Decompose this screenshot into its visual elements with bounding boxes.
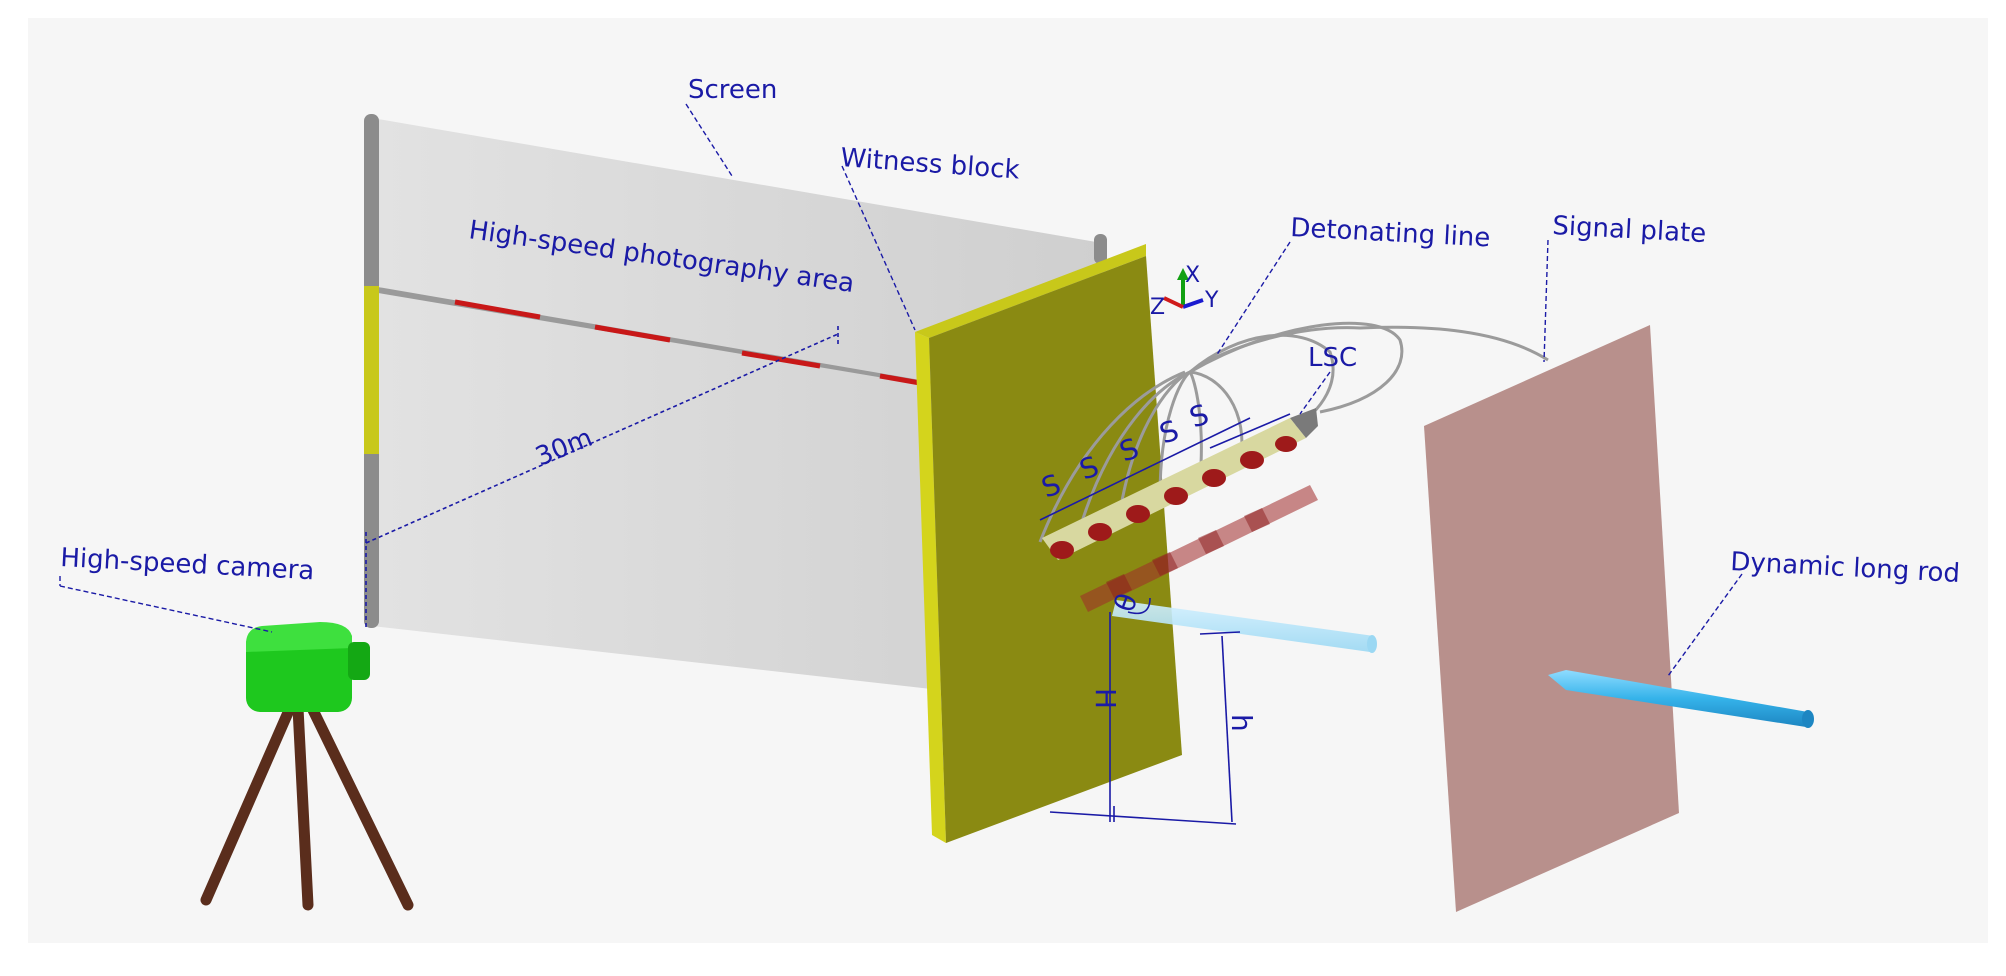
detonating-loop — [1189, 333, 1335, 432]
dim-h-tick — [1199, 631, 1241, 635]
dim-30m — [365, 333, 839, 544]
lsc-cell — [1202, 469, 1226, 487]
tripod-leg-middle — [292, 702, 314, 911]
lsc-cell — [1088, 523, 1112, 541]
tripod-leg-left — [200, 702, 296, 906]
signal-plate — [1424, 325, 1679, 912]
high-speed-camera — [200, 622, 414, 911]
y-axis-arrow — [1182, 298, 1204, 309]
screen-pole-band — [364, 286, 379, 454]
dim-s-line-top — [1209, 413, 1291, 449]
z-axis-arrow — [1163, 296, 1184, 309]
screen — [364, 114, 1107, 708]
ghost-cell — [1106, 574, 1132, 598]
witness-block-side — [915, 332, 946, 843]
leader-witness-block — [841, 165, 916, 331]
ghost-rod — [1112, 600, 1374, 652]
screen-pole-right — [1094, 234, 1107, 264]
red-marker — [454, 299, 541, 320]
leader-detonating-line — [1215, 241, 1291, 357]
camera-lens — [348, 642, 370, 680]
tripod-leg-right — [306, 702, 414, 911]
lsc-charge — [1042, 408, 1318, 560]
lsc-cells — [1050, 436, 1297, 559]
label-lsc: LSC — [1308, 343, 1357, 373]
detonating-loop — [1118, 370, 1191, 513]
x-axis-arrowhead — [1177, 268, 1189, 280]
screen-surface — [372, 118, 1102, 708]
axis-label-z: Z — [1150, 295, 1165, 320]
ghost-charge — [1080, 485, 1318, 612]
rod-end — [1802, 710, 1814, 728]
ghost-cell — [1244, 508, 1270, 532]
camera-top — [246, 622, 352, 652]
label-screen: Screen — [688, 75, 777, 105]
screen-markers — [454, 299, 921, 386]
leader-rod — [1667, 573, 1743, 677]
dim-theta-arc — [1127, 597, 1151, 615]
lsc-cell — [1275, 436, 1297, 452]
leader-lsc — [1299, 371, 1331, 415]
lsc-cell — [1050, 541, 1074, 559]
ghost-cell — [1152, 552, 1178, 576]
detonating-loop — [1038, 370, 1186, 543]
dim-base — [1049, 811, 1237, 825]
lsc-cell — [1164, 487, 1188, 505]
dimension-lines — [365, 326, 1291, 825]
axis-label-x: X — [1185, 263, 1200, 288]
red-marker — [594, 324, 671, 343]
red-marker — [879, 373, 921, 386]
leader-lines — [59, 103, 1743, 677]
lsc-cell — [1240, 451, 1264, 469]
ghost-rod-end — [1367, 635, 1377, 653]
axis-indicator: X Y Z — [1150, 263, 1219, 320]
dim-h — [1221, 635, 1233, 823]
axis-label-y: Y — [1204, 288, 1219, 313]
red-marker — [741, 350, 821, 369]
dynamic-rod — [1548, 670, 1814, 728]
dim-s-line — [1039, 417, 1251, 521]
lsc-end-cap — [1290, 408, 1318, 438]
symbol-height-h: h — [1225, 714, 1258, 732]
rod-body — [1548, 670, 1808, 727]
ghost-cell — [1198, 530, 1224, 554]
leader-screen — [685, 103, 733, 177]
leader-signal-plate — [1543, 239, 1549, 363]
leader-camera — [59, 585, 273, 633]
symbol-height-H: H — [1089, 688, 1122, 709]
detonating-loop — [1158, 370, 1192, 497]
detonating-line-main — [1189, 325, 1549, 374]
witness-block-top — [915, 244, 1146, 338]
lsc-cell — [1126, 505, 1150, 523]
